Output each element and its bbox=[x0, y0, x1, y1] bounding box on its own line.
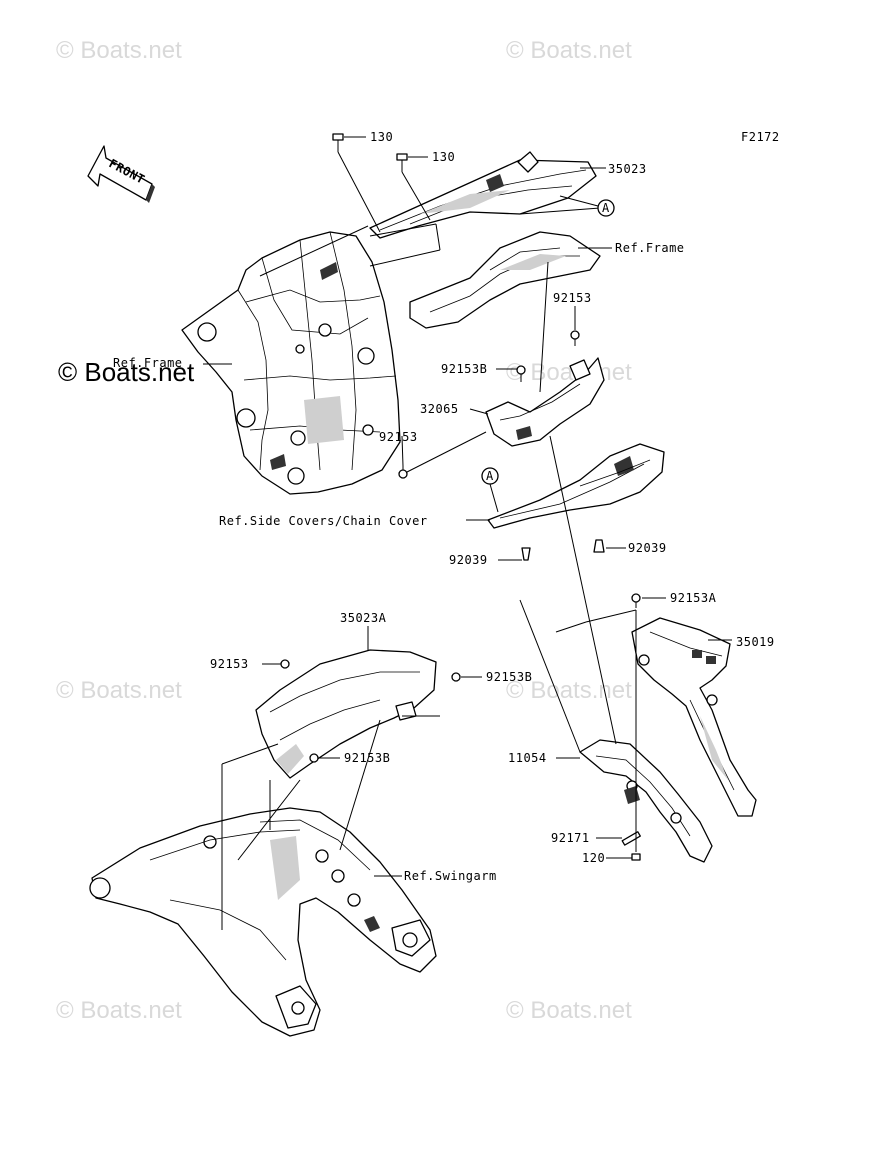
clip-icon bbox=[593, 539, 605, 553]
callout-92153b: 92153B bbox=[486, 670, 532, 684]
callout-92153a: 92153A bbox=[670, 591, 717, 605]
watermark: © Boats.net bbox=[506, 359, 632, 386]
callout-92171: 92171 bbox=[551, 831, 590, 845]
bolt-icon bbox=[396, 153, 408, 172]
screw-icon bbox=[631, 593, 641, 608]
rear-fender-upper-drawing bbox=[369, 151, 597, 239]
watermark: © Boats.net bbox=[56, 997, 182, 1024]
callout-92153: 92153 bbox=[379, 430, 418, 444]
screw-icon bbox=[451, 672, 461, 682]
callout-ref-side-covers: Ref.Side Covers/Chain Cover bbox=[219, 514, 428, 528]
callout-ref-swingarm: Ref.Swingarm bbox=[404, 869, 497, 883]
subframe-drawing bbox=[409, 231, 601, 329]
screw-icon bbox=[398, 466, 408, 479]
ref-marker-label: A bbox=[486, 469, 494, 483]
callout-130: 130 bbox=[432, 150, 455, 164]
watermark: © Boats.net bbox=[56, 37, 182, 64]
watermarks: © Boats.net © Boats.net © Boats.net © Bo… bbox=[56, 37, 632, 1024]
clip-icon bbox=[521, 547, 531, 561]
callout-11054: 11054 bbox=[508, 751, 547, 765]
front-arrow-icon: FRONT bbox=[87, 145, 155, 203]
watermark: © Boats.net bbox=[506, 997, 632, 1024]
callout-32065: 32065 bbox=[420, 402, 459, 416]
bolt-icon bbox=[631, 853, 641, 861]
pin-icon bbox=[621, 831, 641, 846]
callout-35019: 35019 bbox=[736, 635, 775, 649]
figure-code: F2172 bbox=[741, 130, 780, 144]
screw-icon bbox=[309, 753, 319, 763]
callout-92039: 92039 bbox=[628, 541, 667, 555]
callout-ref-frame: Ref.Frame bbox=[615, 241, 685, 255]
ref-marker: A bbox=[597, 199, 615, 217]
bolt-icon bbox=[332, 133, 344, 152]
screw-icon bbox=[516, 365, 526, 382]
watermark: © Boats.net bbox=[506, 677, 632, 704]
watermark: © Boats.net bbox=[506, 37, 632, 64]
callout-92039: 92039 bbox=[449, 553, 488, 567]
callout-130: 130 bbox=[370, 130, 393, 144]
callout-92153: 92153 bbox=[210, 657, 249, 671]
screw-icon bbox=[280, 659, 290, 669]
callout-35023a: 35023A bbox=[340, 611, 387, 625]
swingarm-drawing bbox=[89, 807, 437, 1037]
callout-120: 120 bbox=[582, 851, 605, 865]
ref-marker: A bbox=[481, 467, 499, 485]
callout-92153: 92153 bbox=[553, 291, 592, 305]
frame-drawing bbox=[181, 231, 401, 495]
rear-fender-35023a-drawing bbox=[255, 649, 437, 779]
side-cover-drawing bbox=[487, 443, 665, 529]
callout-35023: 35023 bbox=[608, 162, 647, 176]
fasteners bbox=[280, 133, 641, 861]
bracket-35019-drawing bbox=[631, 617, 757, 817]
callout-92153b: 92153B bbox=[441, 362, 487, 376]
leader-lines bbox=[203, 136, 732, 930]
watermark: © Boats.net bbox=[56, 677, 182, 704]
bracket-11054-drawing bbox=[579, 739, 713, 863]
ref-marker-label: A bbox=[602, 201, 610, 215]
watermark-prominent: © Boats.net bbox=[58, 357, 195, 387]
bracket-32065-drawing bbox=[485, 357, 605, 447]
callout-92153b: 92153B bbox=[344, 751, 390, 765]
callouts: 130 130 35023 Ref.Frame 92153 Ref.Frame … bbox=[113, 130, 775, 883]
screw-icon bbox=[570, 330, 580, 346]
callout-ref-frame: Ref.Frame bbox=[113, 356, 183, 370]
